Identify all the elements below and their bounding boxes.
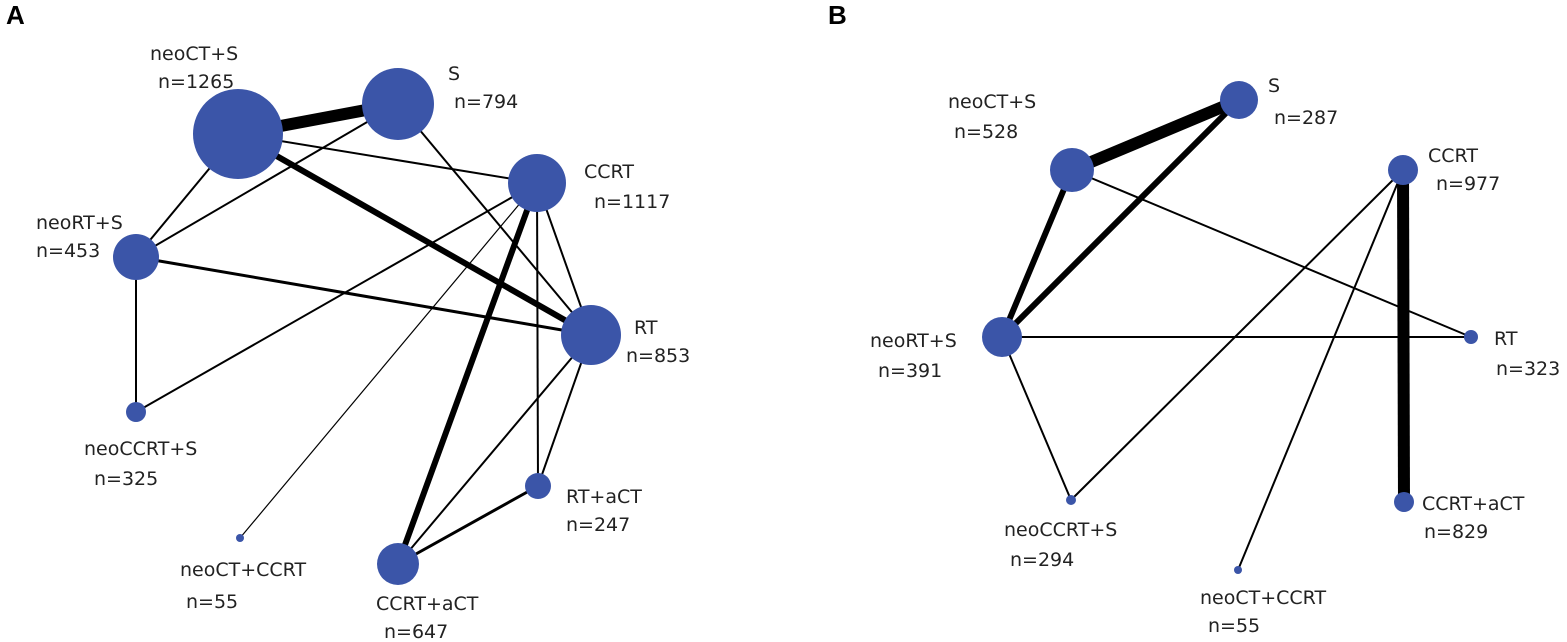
edge-a-s-to-neort-s <box>135 103 399 258</box>
node-name-a-ccrt: CCRT <box>584 161 634 183</box>
edge-a-ccrt-to-neoccrt-s <box>135 182 538 413</box>
node-name-a-s: S <box>448 63 460 85</box>
node-n-a-s: n=794 <box>454 91 518 113</box>
panel-b-letter: B <box>828 0 847 30</box>
edge-b-ccrt-to-ccrt-act <box>1397 169 1410 503</box>
node-b-neort-s <box>982 317 1022 357</box>
edge-a-neoct-s-to-ccrt <box>237 133 538 184</box>
node-name-b-s: S <box>1268 75 1280 97</box>
edge-b-neoct-s-to-neort-s <box>999 168 1075 339</box>
node-n-a-rt: n=853 <box>626 345 690 367</box>
node-n-a-neoct-ccrt: n=55 <box>186 591 238 613</box>
node-name-b-rt: RT <box>1494 328 1518 350</box>
node-n-b-neort-s: n=391 <box>878 360 942 382</box>
edge-b-ccrt-to-neoct-ccrt <box>1237 169 1404 571</box>
edge-b-ccrt-to-neoccrt-s <box>1070 169 1404 501</box>
panel-a-letter: A <box>6 0 25 30</box>
node-b-ccrt-act <box>1394 492 1414 512</box>
node-n-b-neoccrt-s: n=294 <box>1010 549 1074 571</box>
node-a-neoct-s <box>193 89 283 179</box>
edge-b-neort-s-to-s <box>999 97 1242 340</box>
node-b-ccrt <box>1388 155 1418 185</box>
node-name-a-rt: RT <box>634 317 658 339</box>
node-a-ccrt <box>508 154 566 212</box>
node-name-a-neoct-ccrt: neoCT+CCRT <box>180 559 307 581</box>
node-b-neoccrt-s <box>1066 495 1076 505</box>
edge-a-s-to-rt <box>397 103 592 336</box>
node-a-neoccrt-s <box>126 402 146 422</box>
edge-a-neoct-s-to-rt <box>236 131 593 338</box>
node-b-neoct-s <box>1050 148 1094 192</box>
node-n-a-ccrt: n=1117 <box>594 191 670 213</box>
node-n-b-neoct-ccrt: n=55 <box>1208 615 1260 637</box>
node-b-neoct-ccrt <box>1234 566 1242 574</box>
node-name-b-ccrt-act: CCRT+aCT <box>1422 493 1525 515</box>
node-n-b-rt: n=323 <box>1496 358 1560 380</box>
node-name-a-rt-act: RT+aCT <box>566 486 642 508</box>
node-b-rt <box>1464 330 1478 344</box>
node-a-rt <box>561 305 621 365</box>
node-n-b-s: n=287 <box>1274 107 1338 129</box>
node-name-a-neoct-s: neoCT+S <box>150 43 238 65</box>
node-a-neoct-ccrt <box>236 534 244 542</box>
edge-a-ccrt-to-ccrt-act <box>395 181 540 566</box>
node-name-b-neoct-ccrt: neoCT+CCRT <box>1200 587 1327 609</box>
edge-b-neoct-s-to-rt <box>1071 169 1472 338</box>
node-n-a-neort-s: n=453 <box>36 240 100 262</box>
node-name-b-neort-s: neoRT+S <box>870 330 957 352</box>
edge-b-neoct-s-to-s <box>1069 94 1242 176</box>
node-n-a-rt-act: n=247 <box>566 514 630 536</box>
node-a-ccrt-act <box>377 543 419 585</box>
edge-a-neort-s-to-rt <box>135 255 592 337</box>
node-b-s <box>1220 81 1258 119</box>
node-a-rt-act <box>525 473 551 499</box>
node-name-b-neoccrt-s: neoCCRT+S <box>1004 519 1117 541</box>
node-n-b-ccrt: n=977 <box>1436 173 1500 195</box>
node-a-s <box>362 68 434 140</box>
node-n-a-neoct-s: n=1265 <box>158 71 234 93</box>
node-name-a-neoccrt-s: neoCCRT+S <box>84 438 197 460</box>
node-name-b-ccrt: CCRT <box>1428 145 1478 167</box>
edge-a-ccrt-to-rt-act <box>536 182 539 487</box>
edge-a-rt-act-to-ccrt-act <box>397 484 539 566</box>
node-n-b-ccrt-act: n=829 <box>1424 521 1488 543</box>
node-name-b-neoct-s: neoCT+S <box>948 91 1036 113</box>
node-a-neort-s <box>113 234 159 280</box>
edge-b-neort-s-to-neoccrt-s <box>1001 336 1072 501</box>
node-n-b-neoct-s: n=528 <box>954 121 1018 143</box>
node-n-a-ccrt-act: n=647 <box>384 621 448 642</box>
edge-a-rt-to-ccrt-act <box>397 334 592 565</box>
node-name-a-neort-s: neoRT+S <box>36 212 123 234</box>
node-n-a-neoccrt-s: n=325 <box>94 468 158 490</box>
node-name-a-ccrt-act: CCRT+aCT <box>376 593 479 615</box>
edge-a-ccrt-to-neoct-ccrt <box>239 182 538 539</box>
